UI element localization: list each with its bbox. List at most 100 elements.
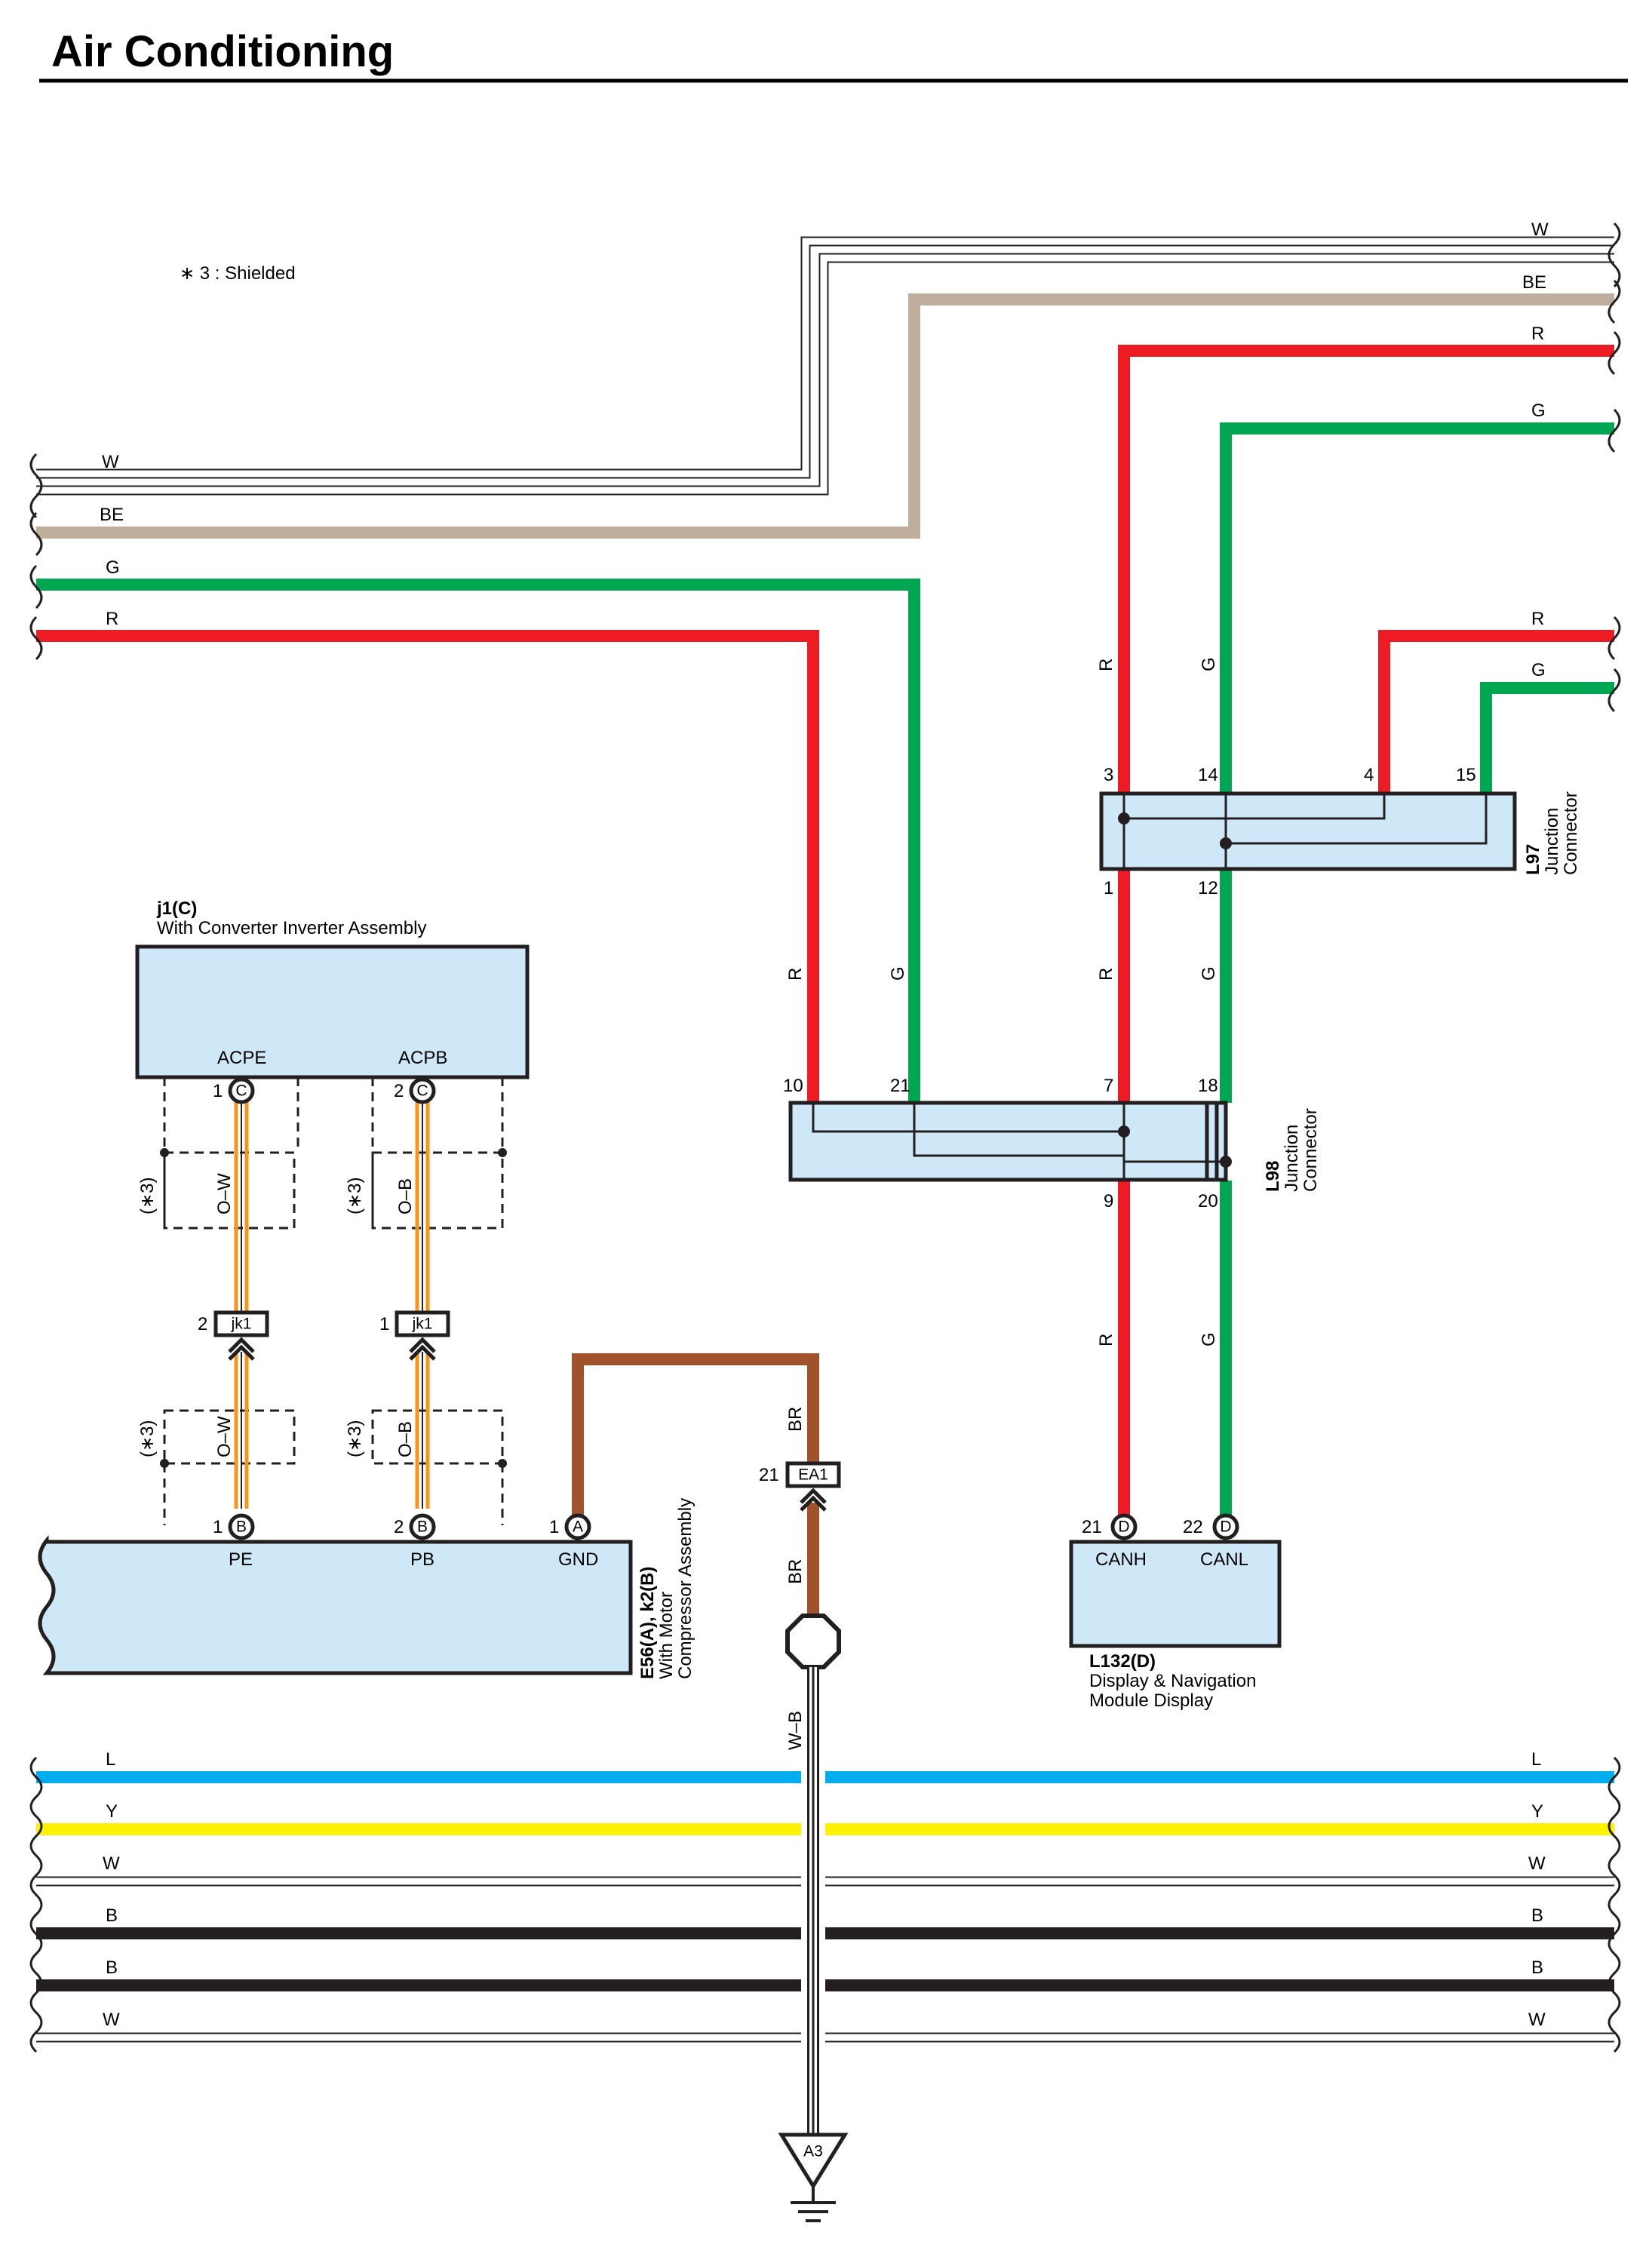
- wire-r-left: [36, 630, 819, 1103]
- jk1-id-1: jk1: [231, 1316, 252, 1333]
- shield-upper: [160, 1077, 507, 1230]
- bus-label-l-right: L: [1531, 1749, 1541, 1770]
- l97-pin-4: 4: [1364, 765, 1374, 785]
- l132-canh: CANH: [1095, 1549, 1147, 1570]
- wire-g-right-top: [1220, 422, 1614, 794]
- l97-id: L97: [1523, 844, 1543, 875]
- label-r-left: R: [106, 609, 118, 629]
- e56-id: E56(A), k2(B): [637, 1567, 658, 1679]
- l97-name2: Connector: [1561, 791, 1581, 875]
- break-marks-right: [1607, 222, 1621, 713]
- l132-name1: Display & Navigation: [1089, 1671, 1256, 1691]
- l132-name2: Module Display: [1089, 1690, 1213, 1711]
- l132-pin-22: 22: [1183, 1517, 1203, 1537]
- e56-name1: With Motor: [656, 1592, 677, 1679]
- e56-pe: PE: [229, 1549, 253, 1570]
- bus-label-w1-right: W: [1528, 1853, 1546, 1874]
- wire-r-l97-4: [1378, 630, 1614, 794]
- label-shield-4: (∗3): [345, 1420, 365, 1457]
- wire-g-l97-15: [1480, 682, 1614, 794]
- label-r-right-mid: R: [1531, 609, 1544, 629]
- label-br-1: BR: [785, 1407, 806, 1432]
- l132-conn-d2: D: [1220, 1518, 1231, 1536]
- l98-pin-18: 18: [1198, 1076, 1218, 1096]
- component-e56-compressor: B B A 1 2 1 PE PB GND E56(A), k2(B) With…: [38, 1498, 695, 1679]
- wire-g-left: [36, 579, 920, 1103]
- label-ow-lower: O–W: [214, 1416, 235, 1457]
- l98-pin-10: 10: [783, 1076, 803, 1096]
- bus-label-b2-right: B: [1531, 1957, 1543, 1978]
- label-r-v1: R: [1096, 659, 1116, 671]
- e56-pin-1a: 1: [549, 1517, 559, 1537]
- wire-br-gnd: [572, 1353, 819, 1525]
- j1-name: With Converter Inverter Assembly: [157, 918, 426, 938]
- break-marks-left: [29, 453, 43, 661]
- l98-name1: Junction: [1282, 1125, 1302, 1192]
- e56-pb: PB: [410, 1549, 434, 1570]
- ea1-id: EA1: [798, 1466, 828, 1484]
- label-g-v2: G: [888, 966, 908, 981]
- label-r-v3: R: [1096, 968, 1116, 981]
- label-shield-2: (∗3): [345, 1178, 365, 1214]
- l98-name2: Connector: [1300, 1108, 1321, 1192]
- l97-pin-14: 14: [1198, 765, 1218, 785]
- label-w-top-right: W: [1531, 220, 1549, 240]
- label-ow-upper: O–W: [214, 1173, 235, 1214]
- l132-id: L132(D): [1089, 1651, 1156, 1672]
- l97-name1: Junction: [1542, 808, 1562, 875]
- label-r-v2: R: [785, 968, 806, 981]
- label-r-top-right: R: [1531, 324, 1544, 344]
- e56-conn-a: A: [573, 1518, 583, 1536]
- bus-label-b1-right: B: [1531, 1905, 1543, 1926]
- j1-conn-c1: C: [235, 1082, 247, 1100]
- bus-label-b2-left: B: [106, 1957, 118, 1978]
- bus-label-b1-left: B: [106, 1905, 118, 1926]
- e56-name2: Compressor Assembly: [675, 1498, 695, 1679]
- bus-label-w2-left: W: [103, 2010, 120, 2030]
- ea1-pin: 21: [759, 1465, 779, 1485]
- e56-conn-b2: B: [417, 1518, 428, 1536]
- j1-pins: C C 1 2: [213, 1077, 436, 1104]
- ground-id: A3: [803, 2143, 823, 2160]
- bus-label-y-right: Y: [1531, 1801, 1543, 1822]
- connector-ea1: EA1 21: [759, 1461, 841, 1512]
- j1-pin-2: 2: [394, 1081, 404, 1101]
- connector-jk1: jk1 2 jk1 1: [198, 1310, 450, 1361]
- label-wb: W–B: [785, 1711, 806, 1750]
- label-g-right-mid: G: [1531, 660, 1546, 680]
- j1-acpe: ACPE: [217, 1048, 266, 1068]
- l132-canl: CANL: [1200, 1549, 1248, 1570]
- l97-pin-15: 15: [1456, 765, 1476, 785]
- component-l132-display: D D 21 22 CANH CANL L132(D) Display & Na…: [1069, 1513, 1282, 1711]
- junction-connector-l98: 10 21 7 18 9 20 L98 Junction Connector: [783, 1076, 1321, 1211]
- label-r-v4: R: [1096, 1334, 1116, 1346]
- l97-pin-12: 12: [1198, 878, 1218, 898]
- l132-conn-d1: D: [1118, 1518, 1129, 1536]
- jk1-pin-1: 1: [379, 1314, 389, 1334]
- label-w-left: W: [102, 452, 119, 472]
- l98-pin-9: 9: [1104, 1191, 1113, 1211]
- ground-a3: A3: [778, 2133, 849, 2222]
- l98-pin-20: 20: [1198, 1191, 1218, 1211]
- j1-id: j1(C): [156, 898, 197, 919]
- jk1-id-2: jk1: [412, 1316, 433, 1333]
- label-shield-1: (∗3): [137, 1178, 158, 1214]
- label-g-v4: G: [1199, 1332, 1219, 1346]
- wire-w-top-left: [36, 236, 1614, 496]
- l98-pin-7: 7: [1104, 1076, 1113, 1096]
- label-br-2: BR: [785, 1559, 806, 1584]
- wire-ob-acpb: [415, 1101, 430, 1509]
- l98-pin-21: 21: [890, 1076, 910, 1096]
- label-ob-upper: O–B: [395, 1178, 416, 1214]
- e56-gnd: GND: [558, 1549, 598, 1570]
- j1-pin-1: 1: [213, 1081, 223, 1101]
- l132-pin-21: 21: [1082, 1517, 1102, 1537]
- junction-connector-l97: 3 14 4 15 1 12 L97 Junction Connector: [1099, 765, 1581, 898]
- wire-be: [36, 293, 1614, 539]
- l97-pin-1: 1: [1104, 878, 1113, 898]
- page-title: Air Conditioning: [51, 27, 394, 76]
- l97-pin-3: 3: [1104, 765, 1113, 785]
- bus-label-l-left: L: [106, 1749, 115, 1770]
- e56-pin-1b: 1: [213, 1517, 223, 1537]
- component-j1-converter-inverter: j1(C) With Converter Inverter Assembly A…: [135, 898, 530, 1079]
